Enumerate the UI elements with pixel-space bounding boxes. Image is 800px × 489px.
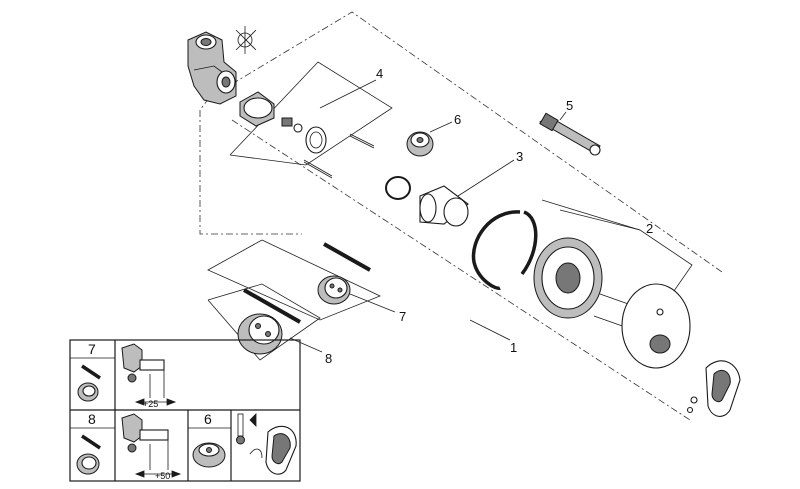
dim-plus-25: +25 — [143, 399, 158, 409]
callout-7: 7 — [399, 309, 406, 324]
no-thread-sealant-icon — [235, 26, 257, 54]
inset-row1-number: 7 — [88, 341, 96, 357]
inset-kit-cap-drawing — [192, 442, 226, 468]
inset-row1-cartridge — [77, 364, 101, 402]
spindle-part-5 — [539, 112, 601, 156]
callout-1: 1 — [510, 340, 517, 355]
inset-row2-number: 8 — [88, 411, 96, 427]
base-plate-part-2 — [533, 237, 635, 329]
callout-labels: 4 5 6 3 2 7 1 8 — [325, 66, 653, 366]
sleeve-part-3 — [419, 185, 469, 227]
cap-part-6 — [406, 131, 434, 157]
dim-plus-50: +50 — [155, 471, 170, 481]
inset-temperature-handle-drawing — [236, 413, 297, 475]
cartridge-part-7 — [317, 242, 371, 305]
installation-inset: 7 8 6 +25 — [69, 339, 301, 482]
callout-2: 2 — [646, 221, 653, 236]
inset-kit-number: 6 — [204, 411, 212, 427]
callout-5: 5 — [566, 98, 573, 113]
o-ring — [385, 176, 411, 200]
cartridge-assembly — [239, 91, 375, 179]
callout-6: 6 — [454, 112, 461, 127]
valve-body — [187, 31, 237, 105]
inset-row2-valve-drawing — [121, 413, 182, 478]
callout-3: 3 — [516, 149, 523, 164]
inset-row2-cartridge — [76, 434, 101, 475]
cartridge-part-8 — [237, 288, 301, 355]
lever-handle — [686, 360, 741, 417]
callout-8: 8 — [325, 351, 332, 366]
retaining-ring — [471, 210, 538, 290]
inset-row1-valve-drawing — [121, 343, 177, 406]
cover-plate-part-1 — [621, 283, 691, 369]
callout-4: 4 — [376, 66, 383, 81]
